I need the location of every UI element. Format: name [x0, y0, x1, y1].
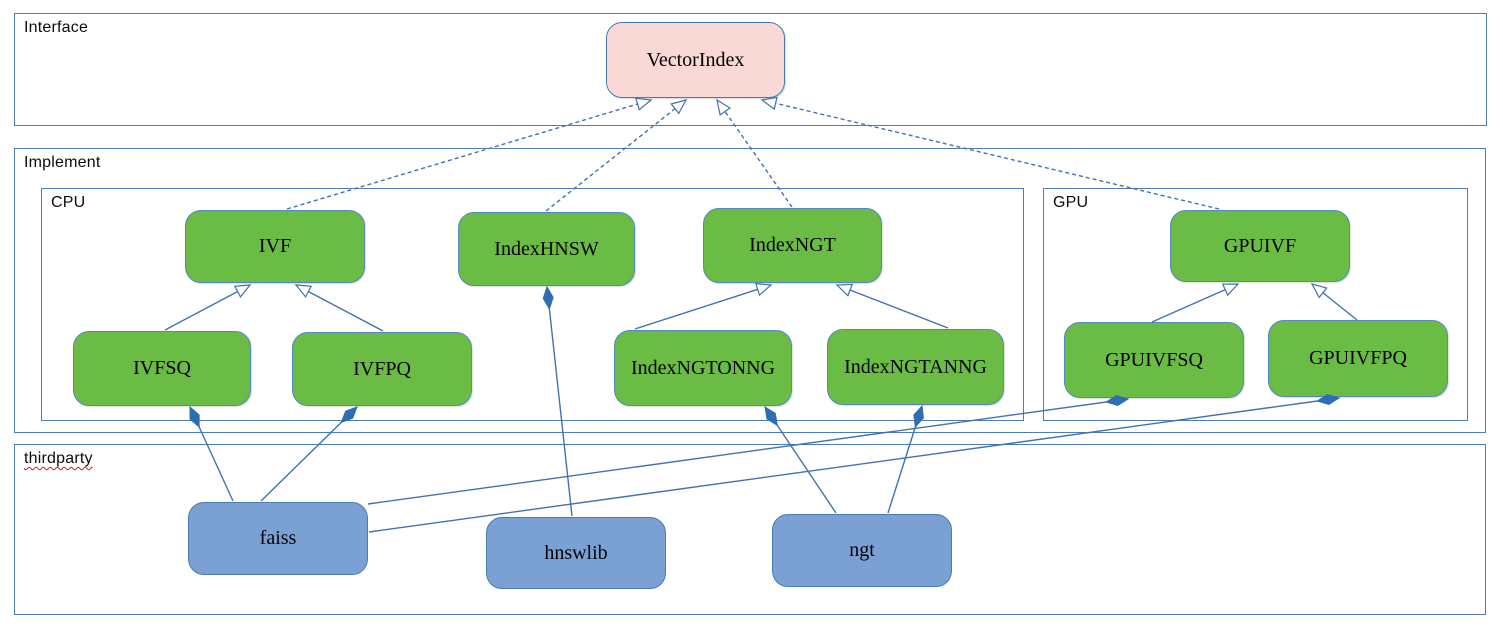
section-thirdparty-label: thirdparty	[24, 450, 93, 467]
node-vectorindex-label: VectorIndex	[646, 48, 745, 71]
node-ivfpq: IVFPQ	[292, 332, 472, 406]
node-ivfpq-label: IVFPQ	[353, 357, 411, 380]
node-ivfsq: IVFSQ	[73, 331, 251, 406]
node-gpuivf-label: GPUIVF	[1223, 234, 1297, 257]
section-gpu-label: GPU	[1053, 194, 1089, 211]
node-ngt-label: ngt	[849, 539, 875, 561]
node-faiss-label: faiss	[259, 527, 297, 549]
node-indexngtonng: IndexNGTONNG	[614, 330, 792, 406]
section-interface-label: Interface	[24, 19, 89, 36]
node-gpuivfpq-label: GPUIVFPQ	[1309, 347, 1407, 369]
node-gpuivf: GPUIVF	[1170, 210, 1350, 282]
node-vectorindex: VectorIndex	[606, 22, 785, 98]
node-indexngtanng-label: IndexNGTANNG	[844, 355, 987, 378]
node-gpuivfpq: GPUIVFPQ	[1268, 320, 1448, 397]
node-indexngtonng-label: IndexNGTONNG	[630, 356, 776, 379]
node-ivf-label: IVF	[258, 235, 292, 257]
node-indexngt-label: IndexNGT	[749, 234, 836, 256]
node-indexngt: IndexNGT	[703, 208, 882, 283]
node-ivf: IVF	[185, 210, 365, 283]
node-hnswlib: hnswlib	[486, 517, 666, 589]
node-gpuivfsq: GPUIVFSQ	[1064, 322, 1244, 398]
node-ngt: ngt	[772, 514, 952, 587]
node-indexhnsw-label: IndexHNSW	[494, 237, 599, 260]
section-implement-label: Implement	[24, 154, 101, 171]
node-indexhnsw: IndexHNSW	[458, 212, 635, 286]
node-gpuivfsq-label: GPUIVFSQ	[1105, 348, 1203, 371]
node-indexngtanng: IndexNGTANNG	[827, 329, 1004, 405]
section-cpu-label: CPU	[51, 194, 86, 211]
node-faiss: faiss	[188, 502, 368, 575]
node-ivfsq-label: IVFSQ	[133, 357, 191, 379]
node-hnswlib-label: hnswlib	[544, 541, 608, 564]
